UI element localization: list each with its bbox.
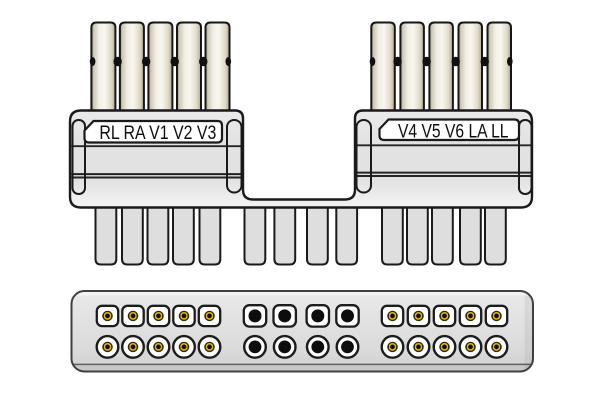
svg-text:V4 V5 V6 LA LL: V4 V5 V6 LA LL: [398, 120, 509, 142]
svg-text:RL RA V1 V2 V3: RL RA V1 V2 V3: [99, 122, 216, 144]
